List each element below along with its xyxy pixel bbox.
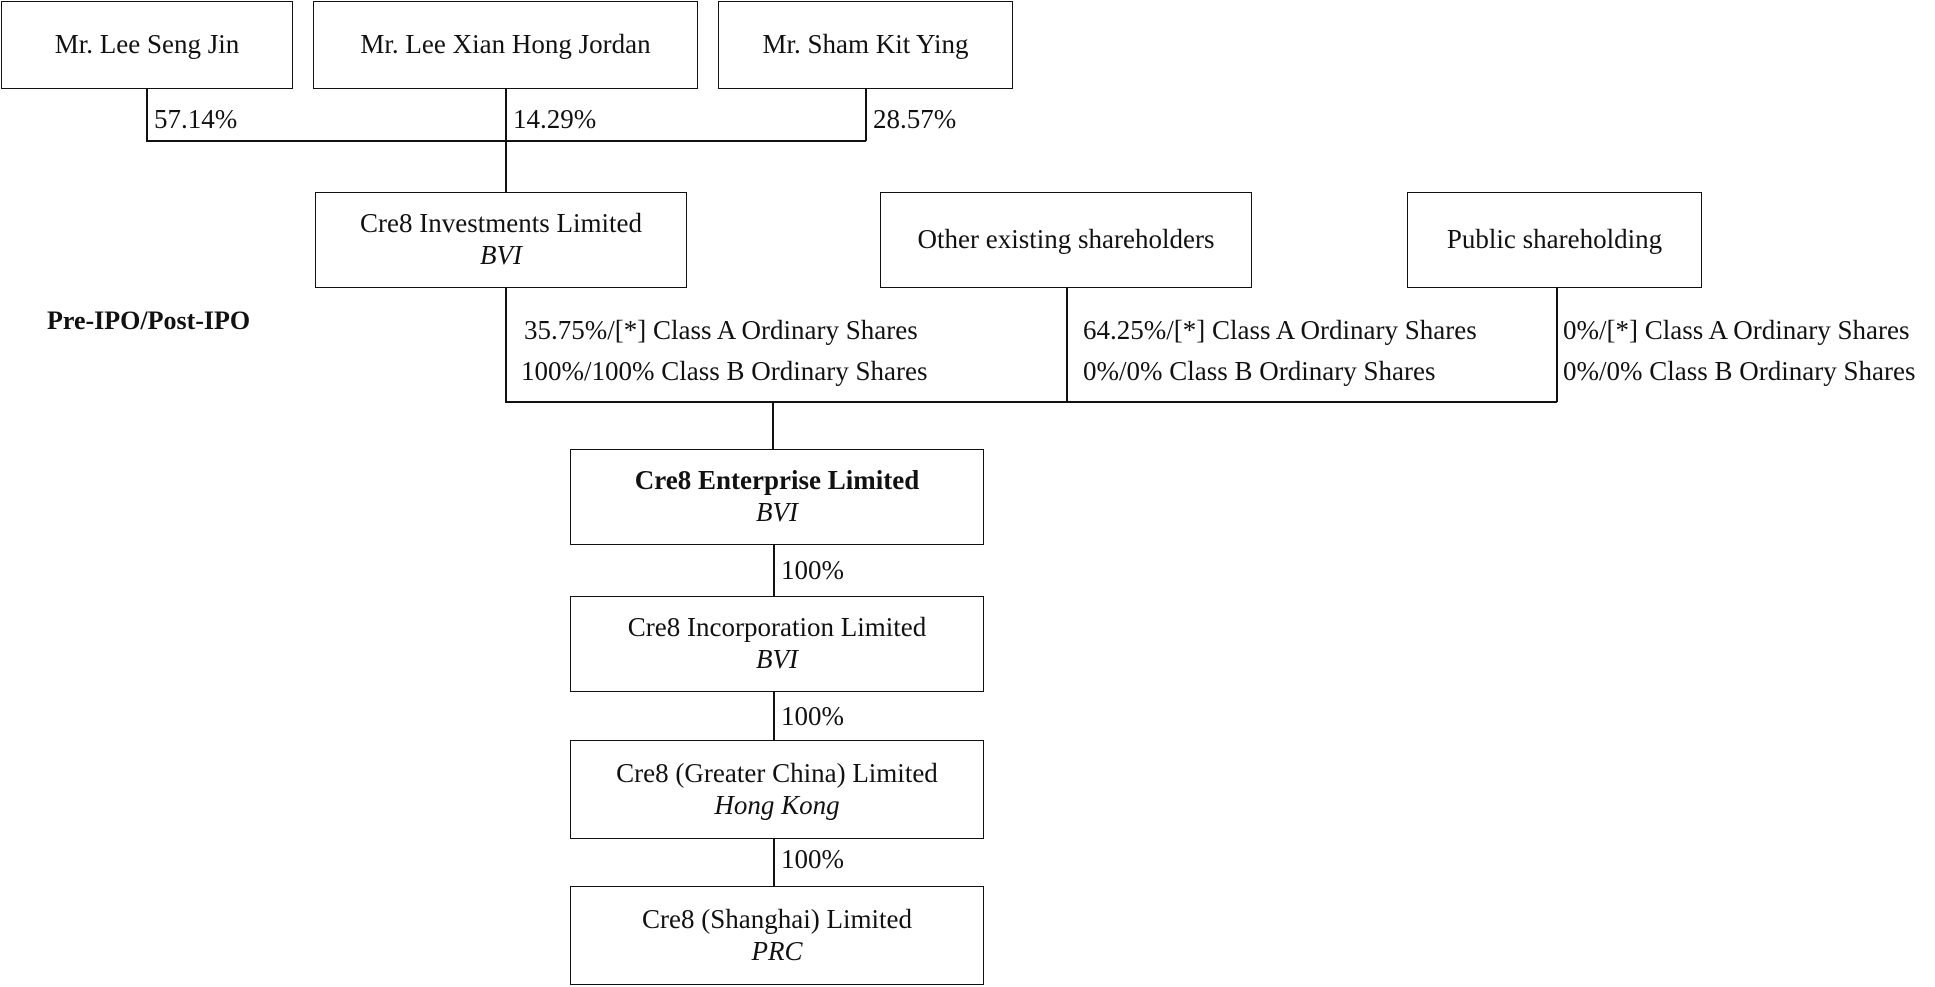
owner-name: Mr. Sham Kit Ying [762,29,969,60]
share-class-a-label: 64.25%/[*] Class A Ordinary Shares [1083,315,1477,345]
ownership-pct-label: 14.29% [513,104,597,134]
connector-line [773,692,775,741]
entity-name: Cre8 Enterprise Limited [634,465,920,496]
owner-box-sham-kit-ying: Mr. Sham Kit Ying [718,1,1013,89]
share-class-b-label: 0%/0% Class B Ordinary Shares [1563,356,1916,386]
entity-box-cre8-enterprise: Cre8 Enterprise Limited BVI [570,449,984,545]
entity-jurisdiction: BVI [756,497,798,527]
ownership-pct-label: 28.57% [873,104,957,134]
ownership-pct-label: 57.14% [154,104,238,134]
holder-name: Public shareholding [1446,224,1663,255]
connector-line [772,401,774,450]
entity-jurisdiction: Hong Kong [714,789,840,820]
connector-line [865,89,867,141]
entity-box-cre8-incorporation: Cre8 Incorporation Limited BVI [570,596,984,692]
holder-box-public: Public shareholding [1407,192,1702,288]
connector-line [773,545,775,597]
holder-name: Cre8 Investments Limited [360,208,642,239]
owner-box-lee-seng-jin: Mr. Lee Seng Jin [1,1,293,89]
entity-box-cre8-greater-china: Cre8 (Greater China) Limited Hong Kong [570,740,984,839]
owner-box-lee-xian-hong-jordan: Mr. Lee Xian Hong Jordan [313,1,698,89]
ownership-pct-label: 100% [781,701,844,731]
holder-name: Other existing shareholders [917,224,1215,255]
entity-name: Cre8 Incorporation Limited [627,612,927,643]
connector-line [1556,288,1558,402]
holder-box-cre8-investments: Cre8 Investments Limited BVI [315,192,687,288]
connector-line [505,401,1557,403]
connector-line [146,140,866,142]
section-label: Pre-IPO/Post-IPO [47,306,251,335]
connector-line [146,89,148,141]
entity-jurisdiction: BVI [756,644,798,674]
share-class-a-label: 0%/[*] Class A Ordinary Shares [1563,315,1910,345]
connector-line [773,839,775,887]
share-class-b-label: 0%/0% Class B Ordinary Shares [1083,356,1436,386]
entity-jurisdiction: PRC [751,935,803,966]
share-class-a-label: 35.75%/[*] Class A Ordinary Shares [524,315,918,345]
owner-name: Mr. Lee Xian Hong Jordan [360,29,651,60]
entity-box-cre8-shanghai: Cre8 (Shanghai) Limited PRC [570,886,984,985]
share-class-b-label: 100%/100% Class B Ordinary Shares [521,356,928,386]
owner-name: Mr. Lee Seng Jin [54,29,240,60]
holder-box-other-existing: Other existing shareholders [880,192,1252,288]
connector-line [505,288,507,402]
ownership-pct-label: 100% [781,555,844,585]
entity-name: Cre8 (Shanghai) Limited [642,903,912,934]
holder-jurisdiction: BVI [480,240,522,270]
ownership-pct-label: 100% [781,844,844,874]
connector-line [1066,288,1068,402]
entity-name: Cre8 (Greater China) Limited [616,757,938,788]
